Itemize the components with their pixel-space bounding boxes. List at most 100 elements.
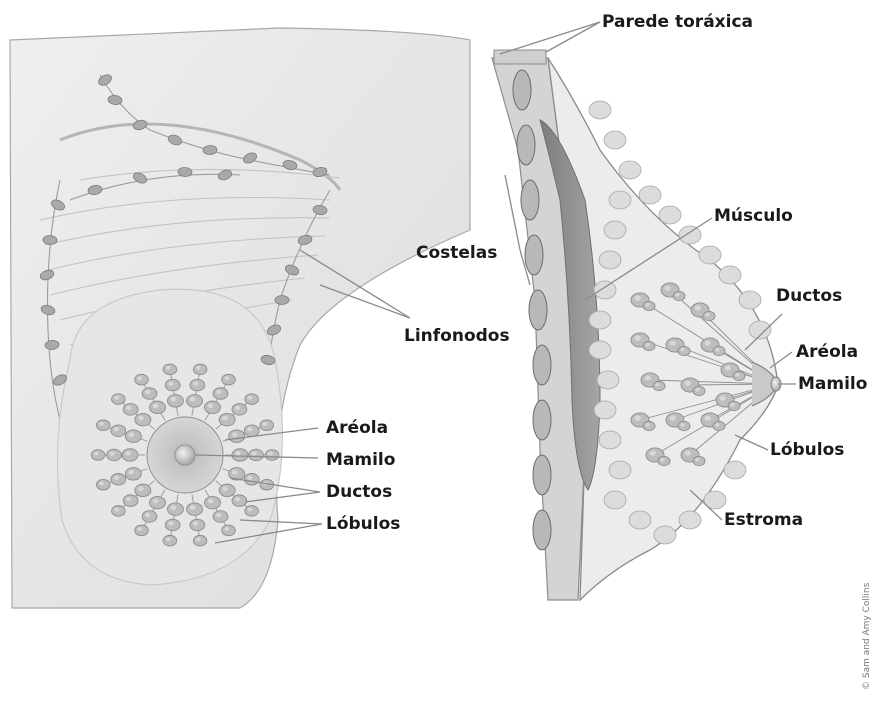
side-fat-globule: [589, 101, 611, 119]
side-rib: [533, 400, 551, 440]
front-lobule-highlight: [216, 390, 221, 394]
front-lobule: [112, 394, 126, 405]
side-lobule-highlight: [695, 388, 699, 391]
front-lobule: [125, 468, 141, 480]
front-lobule-highlight: [145, 513, 150, 517]
front-lobule: [135, 484, 151, 496]
front-lobule: [112, 506, 126, 517]
side-lobule: [733, 371, 745, 380]
side-fat-globule: [609, 461, 631, 479]
side-fat-globule: [604, 131, 626, 149]
label-side-areola: Aréola: [796, 342, 858, 362]
front-lobule-highlight: [235, 451, 241, 455]
side-rib: [529, 290, 547, 330]
front-lobule: [163, 535, 177, 546]
side-lobule-highlight: [680, 348, 684, 351]
label-stroma: Estroma: [724, 510, 803, 530]
side-lobule-highlight: [675, 293, 679, 296]
side-fat-globule: [594, 401, 616, 419]
front-lobule: [190, 379, 205, 391]
side-lobule-highlight: [635, 416, 641, 421]
side-lobule-highlight: [715, 348, 719, 351]
side-fat-globule: [604, 221, 626, 239]
side-fat-globule: [739, 291, 761, 309]
side-lobule: [673, 291, 685, 300]
front-lobule: [150, 496, 166, 508]
front-lobule-highlight: [196, 366, 201, 370]
front-lobule-highlight: [137, 527, 142, 531]
front-lobule: [107, 449, 122, 461]
side-lobule-highlight: [645, 376, 651, 381]
side-lobule-highlight: [715, 423, 719, 426]
side-fat-globule: [654, 526, 676, 544]
front-lobule-highlight: [129, 470, 135, 474]
label-ribs: Costelas: [416, 243, 497, 263]
front-view: [10, 28, 470, 608]
front-lobule: [205, 401, 221, 413]
side-lobule-highlight: [725, 366, 731, 371]
side-lobule: [658, 456, 670, 465]
front-lymph-node: [275, 295, 289, 304]
front-lobule-highlight: [222, 416, 228, 420]
front-lobule: [123, 495, 138, 507]
front-lobule-highlight: [114, 427, 119, 431]
front-lobule: [187, 395, 203, 407]
side-rib: [513, 70, 531, 110]
side-fat-globule: [604, 491, 626, 509]
front-lobule: [260, 420, 274, 431]
front-lobule: [150, 401, 166, 413]
front-lobule: [167, 503, 183, 515]
front-lobule: [111, 425, 126, 437]
front-lobule-highlight: [166, 366, 171, 370]
front-lobule: [96, 479, 110, 490]
front-lobule-highlight: [263, 422, 268, 426]
side-lobule-highlight: [665, 286, 671, 291]
side-lobule-highlight: [685, 381, 691, 386]
side-fat-globule: [659, 206, 681, 224]
side-fat-globule: [639, 186, 661, 204]
front-lobule-highlight: [166, 537, 171, 541]
side-lobule: [643, 421, 655, 430]
front-lobule: [213, 388, 228, 400]
front-lobule-highlight: [208, 499, 214, 503]
side-fat-globule: [609, 191, 631, 209]
front-lobule: [165, 379, 180, 391]
front-lobule: [125, 430, 141, 442]
side-lobule-highlight: [635, 336, 641, 341]
front-lobule-highlight: [126, 406, 131, 410]
side-lobule-highlight: [705, 313, 709, 316]
side-lobule-highlight: [695, 306, 701, 311]
side-rib: [533, 345, 551, 385]
front-lobule-highlight: [99, 422, 104, 426]
front-lobule: [91, 450, 105, 461]
side-chest-wall-cap: [494, 50, 546, 64]
side-lobule: [693, 456, 705, 465]
side-lobule-highlight: [720, 396, 726, 401]
front-nipple: [175, 445, 195, 465]
front-lobule: [219, 413, 235, 425]
front-lobule-highlight: [99, 481, 104, 485]
front-lobule-highlight: [268, 452, 273, 456]
front-lobule-highlight: [114, 476, 119, 480]
front-lobule-highlight: [153, 499, 159, 503]
front-lobule-highlight: [94, 452, 99, 456]
side-fat-globule: [724, 461, 746, 479]
front-lobule: [222, 374, 236, 385]
front-lobule-highlight: [247, 427, 252, 431]
label-side-lobules: Lóbulos: [770, 440, 844, 460]
front-lobule: [96, 420, 110, 431]
front-lobule: [205, 496, 221, 508]
front-lobule: [232, 449, 248, 461]
front-lobule: [111, 474, 126, 486]
front-lobule: [123, 404, 138, 416]
front-lobule: [142, 511, 157, 523]
side-lobule: [703, 311, 715, 320]
front-lobule-highlight: [252, 451, 257, 455]
side-lobule-highlight: [695, 458, 699, 461]
side-lobule-highlight: [705, 416, 711, 421]
side-lobule-highlight: [655, 383, 659, 386]
side-fat-globule: [719, 266, 741, 284]
side-rib: [517, 125, 535, 165]
